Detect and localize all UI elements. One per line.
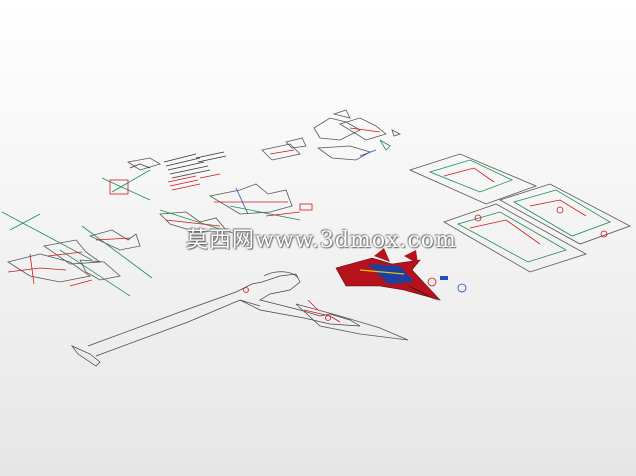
green-guide-line xyxy=(229,205,301,221)
sheet-outline xyxy=(408,153,538,205)
spec-sheet xyxy=(129,151,227,191)
red-markup xyxy=(109,179,129,195)
blue-guide-line xyxy=(359,149,377,157)
watermark-text: 莫西网www.3dmox.com xyxy=(186,228,457,253)
red-markup xyxy=(474,214,482,222)
red-markup xyxy=(349,127,381,133)
part-outline xyxy=(316,145,372,161)
red-markup xyxy=(556,206,564,214)
red-markup xyxy=(29,253,35,285)
sheet-outline xyxy=(443,203,588,273)
part-outline xyxy=(313,117,361,141)
jet-nose xyxy=(404,284,440,302)
part-outline xyxy=(285,137,307,149)
figure-head xyxy=(263,271,299,279)
green-guide-line xyxy=(379,139,391,151)
roundel xyxy=(427,277,437,287)
figure-body xyxy=(87,273,361,357)
center-plane-templates xyxy=(101,157,313,235)
red-markup xyxy=(325,315,331,321)
part-outline xyxy=(332,109,351,119)
red-markup xyxy=(7,267,67,273)
part-outline xyxy=(339,117,387,141)
red-markup xyxy=(529,199,587,217)
red-markup xyxy=(165,219,221,227)
red-markup xyxy=(265,211,301,217)
part-outline xyxy=(391,129,402,137)
blue-guide-line xyxy=(235,187,249,215)
plane-outline xyxy=(208,183,293,215)
red-markup xyxy=(243,287,249,293)
sheet-outline xyxy=(498,183,631,245)
flag-decal xyxy=(440,276,448,280)
jet-tail xyxy=(404,250,418,264)
figure-arm xyxy=(239,299,261,307)
red-markup xyxy=(95,237,131,241)
plane-outline xyxy=(42,239,102,265)
green-guide-line xyxy=(428,159,514,193)
green-guide-line xyxy=(512,189,611,237)
red-markup xyxy=(443,167,495,183)
red-markup xyxy=(469,219,541,245)
red-markup xyxy=(47,251,83,257)
plane-outline xyxy=(6,253,91,283)
plane-outline xyxy=(88,229,141,251)
red-markup xyxy=(307,299,319,311)
plane-outline xyxy=(126,157,161,171)
green-guide-line xyxy=(81,225,153,279)
plane-outline xyxy=(159,211,227,233)
jet-tail xyxy=(374,248,390,262)
red-markup xyxy=(600,230,608,238)
green-guide-line xyxy=(111,169,151,193)
red-markup xyxy=(299,203,313,211)
plane-outline xyxy=(79,259,121,281)
left-plane-templates xyxy=(1,211,153,297)
paper-plane-in-hand xyxy=(243,287,409,341)
green-guide-line xyxy=(101,177,151,201)
green-guide-line xyxy=(59,249,131,297)
jet-stripe xyxy=(359,269,405,275)
part-outline xyxy=(261,143,301,161)
top-parts xyxy=(261,109,402,161)
roundel xyxy=(457,283,467,293)
green-guide-line xyxy=(9,213,41,231)
red-markup xyxy=(69,279,93,287)
green-guide-line xyxy=(1,211,93,261)
figure-shoe xyxy=(70,345,101,367)
human-figure xyxy=(70,271,361,367)
right-template-sheets xyxy=(408,153,631,273)
plane-outline xyxy=(295,303,409,341)
green-guide-line xyxy=(456,211,567,263)
red-markup xyxy=(269,149,295,155)
jet-model[interactable] xyxy=(335,248,467,302)
jet-body xyxy=(368,264,414,284)
